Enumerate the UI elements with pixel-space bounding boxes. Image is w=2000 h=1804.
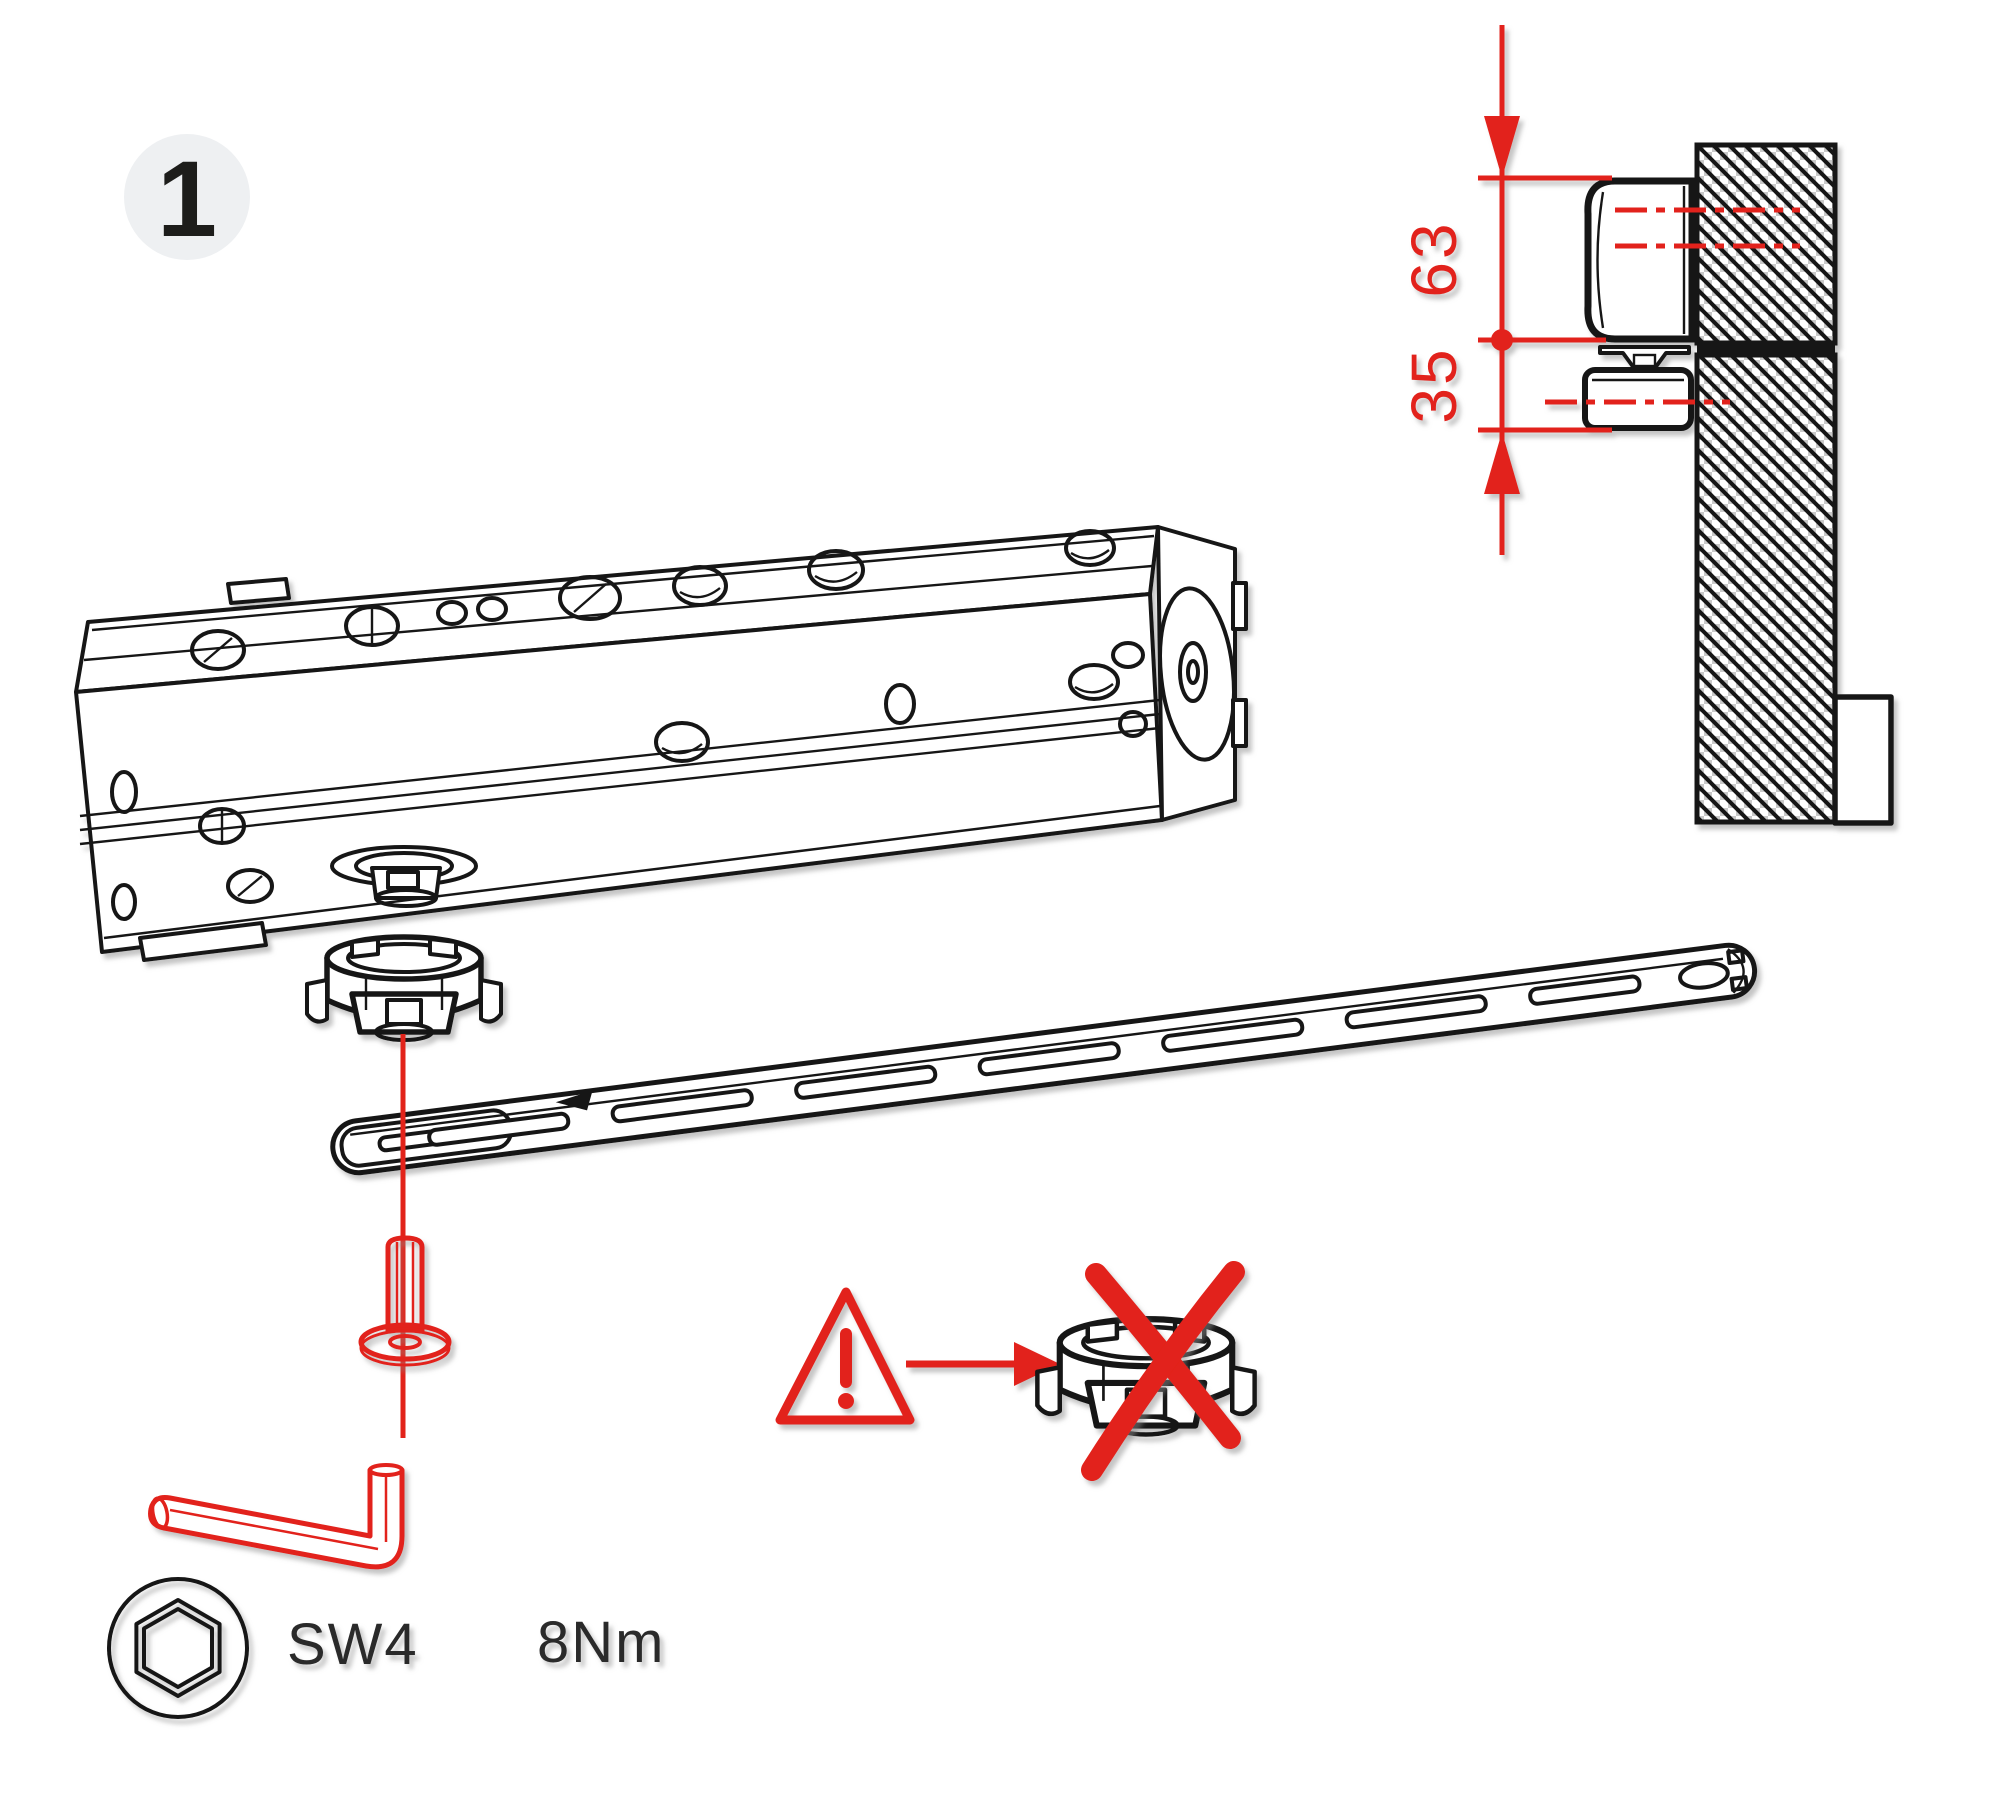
hex-socket-icon — [107, 1577, 249, 1719]
warning-arrow — [906, 1342, 1060, 1386]
slide-arm-drawing — [330, 942, 1758, 1176]
cam-ring-part — [307, 937, 501, 1040]
allen-key-drawing — [148, 1463, 405, 1570]
dimension-arrow-up — [1484, 432, 1520, 494]
hex-key-size-label: SW4 — [287, 1612, 419, 1677]
body-front-holes — [110, 663, 1120, 921]
body-end-cap — [1111, 581, 1248, 762]
arm-end-hole — [1678, 961, 1730, 990]
step-badge-circle — [124, 134, 250, 260]
torque-label: 8Nm — [537, 1610, 665, 1675]
frame-stop-profile — [1832, 694, 1894, 826]
step-badge: 1 — [124, 134, 250, 260]
prohibition-cross-icon — [1081, 1261, 1245, 1481]
dimension-line: 63 35 — [1398, 25, 1612, 555]
fixing-screw-drawing — [358, 1235, 452, 1367]
arm-tab — [555, 1090, 593, 1111]
door-closer-body-drawing — [74, 525, 1248, 962]
dim-label-35: 35 — [1398, 346, 1470, 423]
mounting-plate-section — [1582, 345, 1694, 431]
dim-label-63: 63 — [1398, 220, 1470, 297]
screw-axis-centerlines — [1545, 207, 1800, 405]
frame-profile-hatched — [1694, 142, 1894, 826]
pinion-hub — [330, 845, 478, 908]
step-number: 1 — [157, 138, 217, 259]
dimension-arrow-down — [1484, 116, 1520, 178]
cross-section-view: 63 35 — [1398, 25, 1894, 826]
warning-triangle-icon — [775, 1287, 915, 1425]
dimension-dot — [1491, 329, 1513, 351]
body-top-screws — [190, 529, 1116, 671]
closer-body-section — [1584, 177, 1696, 343]
